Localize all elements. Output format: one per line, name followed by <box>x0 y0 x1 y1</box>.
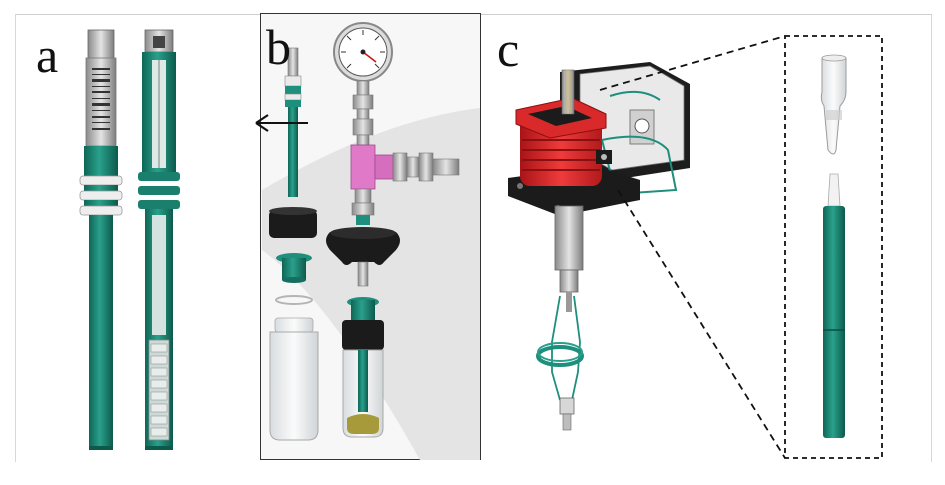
panel-b-assembled-vial <box>342 297 384 438</box>
panel-c-top-shaft <box>561 69 575 115</box>
panel-c-red-chamber <box>515 97 612 186</box>
zoom-insert-vial <box>820 54 847 155</box>
panel-b-background-swoosh <box>262 108 480 460</box>
withdraw-arrow <box>255 114 308 132</box>
panel-c-frame <box>481 14 932 462</box>
panel-b-cap <box>269 207 317 238</box>
panel-b-empty-vial <box>269 317 319 441</box>
panel-label-c: c <box>497 21 520 77</box>
panel-b-star-knob <box>326 227 400 287</box>
panel-b-pressure-gauge <box>333 22 393 146</box>
zoom-callout <box>599 35 883 459</box>
panel-b-tee-connector <box>350 144 460 225</box>
panel-label-a: a <box>36 27 59 83</box>
panel-a-syringe-cutaway <box>138 29 180 450</box>
barcode-label <box>92 68 110 130</box>
panel-label-b: b <box>266 19 291 75</box>
zoom-fiber <box>823 173 845 438</box>
panel-c-needle-column <box>536 205 584 431</box>
panel-b-o-ring <box>275 295 313 305</box>
panel-a-syringe-left <box>79 29 123 450</box>
panel-b-septum <box>276 253 312 283</box>
panel-a-frame <box>15 14 262 462</box>
panel-b-fiber-holder <box>284 47 302 197</box>
